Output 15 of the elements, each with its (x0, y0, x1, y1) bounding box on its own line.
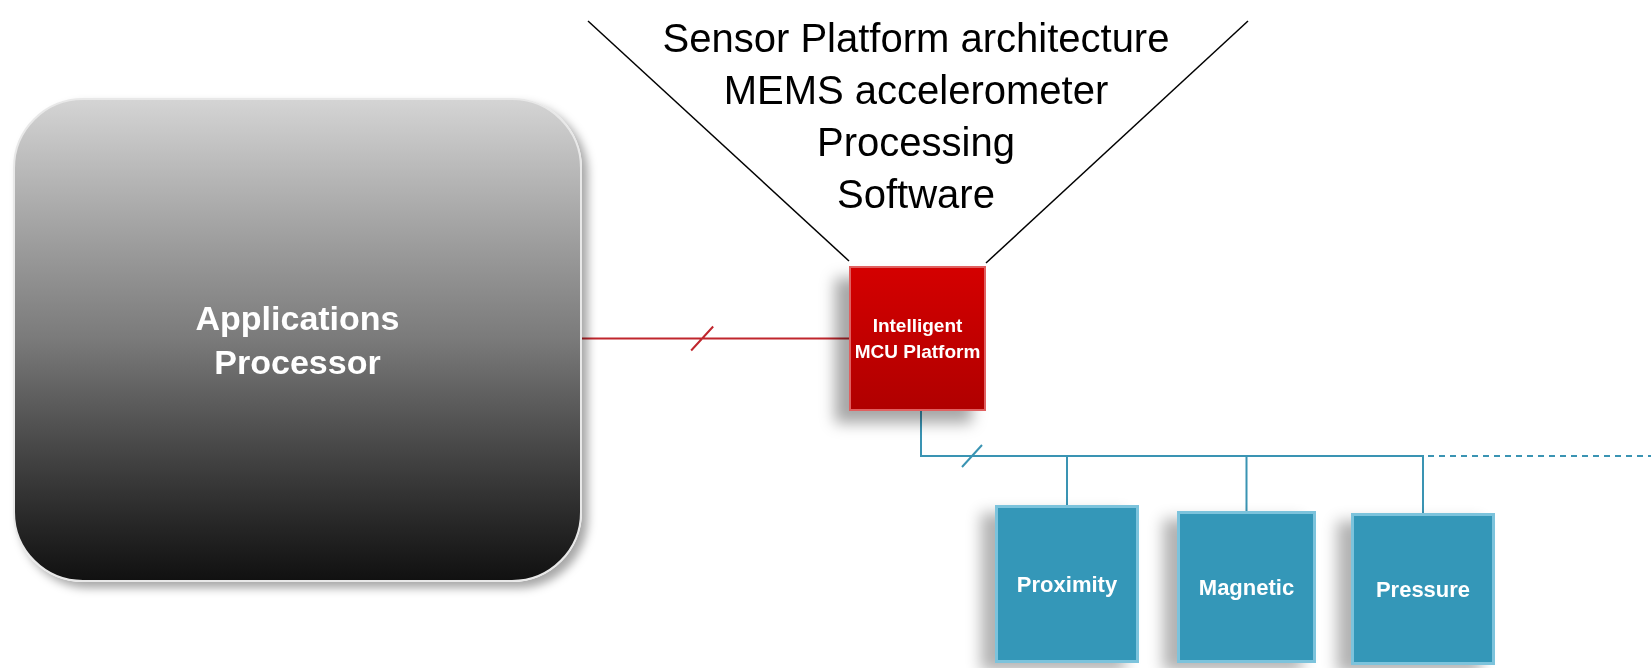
sensor-box (995, 505, 1139, 663)
feature-text: MEMS accelerometer (723, 67, 1109, 114)
sensor-label: Proximity (1016, 570, 1118, 599)
sensor-label: Magnetic (1198, 573, 1295, 602)
sensor-box (1177, 511, 1316, 663)
processor-label: Applications Processor (194, 298, 401, 383)
processor-box (13, 98, 582, 582)
feature-text: Processing (817, 119, 1015, 166)
sensor-box (1351, 513, 1495, 665)
connector-line (581, 325, 850, 352)
feature-text: Sensor Platform architecture (662, 15, 1170, 62)
mcu-label: Intelligent MCU Platform (853, 313, 982, 364)
mcu-box (849, 266, 986, 411)
sensor-label: Pressure (1375, 575, 1471, 604)
feature-text: Software (837, 171, 995, 218)
